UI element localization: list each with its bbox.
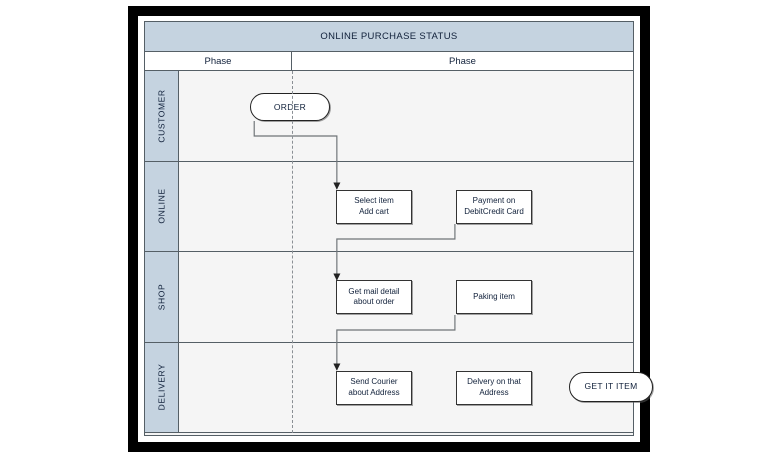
- node-get-mail-line2: about order: [353, 297, 395, 306]
- lane-label-shop: SHOP: [145, 252, 179, 342]
- phase-header-row: Phase Phase: [145, 52, 633, 71]
- node-delivery-address[interactable]: Delvery on that Address: [456, 370, 532, 405]
- lane-label-customer-text: CUSTOMER: [156, 89, 167, 143]
- node-send-courier-line2: about Address: [348, 387, 400, 397]
- frame-inner: ONLINE PURCHASE STATUS Phase Phase CUSTO…: [138, 16, 653, 442]
- phase-header-left: Phase: [145, 52, 292, 70]
- node-paking-item[interactable]: Paking item: [456, 280, 532, 314]
- node-delivery-line2: Address: [479, 387, 509, 397]
- lane-customer: CUSTOMER ORDER: [145, 71, 633, 162]
- node-get-mail-detail[interactable]: Get mail detail about order: [336, 280, 412, 314]
- lane-body-shop: Get mail detail about order Paking item: [179, 252, 633, 342]
- lane-label-customer: CUSTOMER: [145, 71, 179, 161]
- swimlane-container: CUSTOMER ORDER ONLINE Select item: [145, 71, 653, 433]
- node-select-item[interactable]: Select item Add cart: [336, 189, 412, 224]
- node-send-courier[interactable]: Send Courier about Address: [336, 370, 412, 405]
- lane-label-online: ONLINE: [145, 161, 179, 251]
- lane-online: ONLINE Select item Add cart Payment on D…: [145, 161, 633, 252]
- lane-label-shop-text: SHOP: [156, 283, 167, 311]
- lane-body-customer: ORDER: [179, 71, 633, 161]
- lane-label-online-text: ONLINE: [156, 188, 167, 224]
- diagram-title: ONLINE PURCHASE STATUS: [320, 31, 458, 42]
- node-payment-line2: DebitCredit Card: [464, 206, 524, 216]
- swimlane-diagram: ONLINE PURCHASE STATUS Phase Phase CUSTO…: [144, 21, 653, 436]
- node-get-it-item[interactable]: GET IT ITEM: [569, 371, 653, 402]
- lane-delivery: DELIVERY Send Courier about Address Delv…: [145, 342, 653, 433]
- node-paking-item-label: Paking item: [473, 291, 515, 301]
- lane-label-delivery: DELIVERY: [145, 342, 179, 432]
- lane-body-delivery: Send Courier about Address Delvery on th…: [179, 342, 653, 432]
- lane-body-online: Select item Add cart Payment on DebitCre…: [179, 161, 633, 251]
- node-get-mail-line1: Get mail detail: [348, 286, 400, 296]
- node-select-item-line2: Add cart: [359, 206, 389, 216]
- node-get-it-item-label: GET IT ITEM: [584, 381, 638, 392]
- node-order-label: ORDER: [273, 101, 307, 112]
- node-order[interactable]: ORDER: [250, 93, 330, 121]
- node-select-item-line1: Select item: [354, 196, 394, 206]
- picture-frame: ONLINE PURCHASE STATUS Phase Phase CUSTO…: [128, 6, 653, 452]
- node-payment[interactable]: Payment on DebitCredit Card: [456, 189, 532, 224]
- node-payment-line1: Payment on: [472, 196, 516, 206]
- node-send-courier-line1: Send Courier: [350, 377, 398, 387]
- diagram-title-band: ONLINE PURCHASE STATUS: [145, 22, 633, 52]
- phase-header-right: Phase: [449, 55, 476, 67]
- lane-label-delivery-text: DELIVERY: [156, 363, 167, 411]
- lane-shop: SHOP Get mail detail about order Paking …: [145, 252, 633, 343]
- node-delivery-line1: Delvery on that: [467, 377, 521, 387]
